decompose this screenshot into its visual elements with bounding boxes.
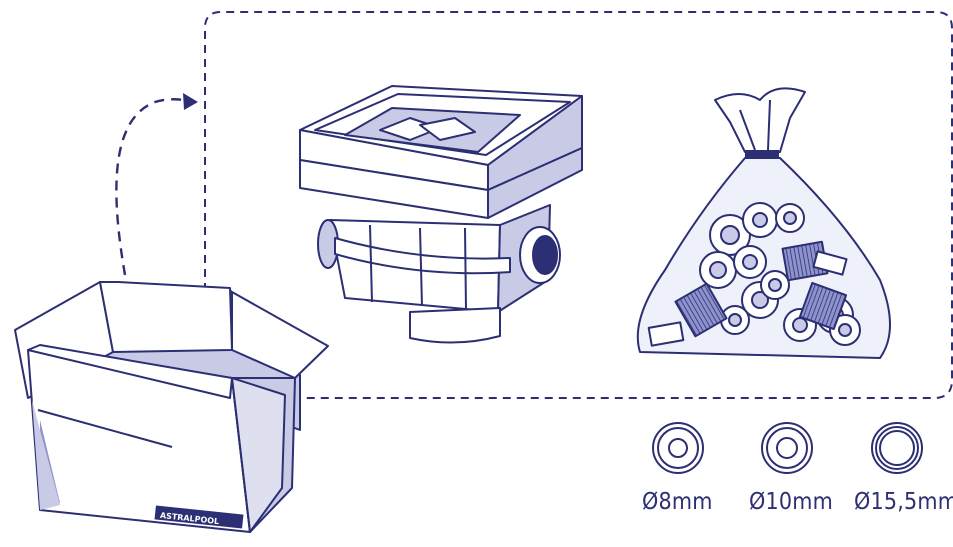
skimmer-body-icon: [300, 86, 582, 343]
washer-large-icon: [872, 423, 922, 473]
washer-medium-icon: [762, 423, 812, 473]
accessory-bag-icon: [638, 88, 890, 358]
washer-small-label: Ø8mm: [642, 489, 713, 515]
cardboard-box-icon: ASTRALPOOL: [15, 282, 328, 532]
washer-large-label: Ø15,5mm: [854, 489, 953, 515]
unpack-arrow-icon: [116, 93, 198, 275]
washer-small-icon: [653, 423, 703, 473]
washer-medium-label: Ø10mm: [749, 489, 833, 515]
